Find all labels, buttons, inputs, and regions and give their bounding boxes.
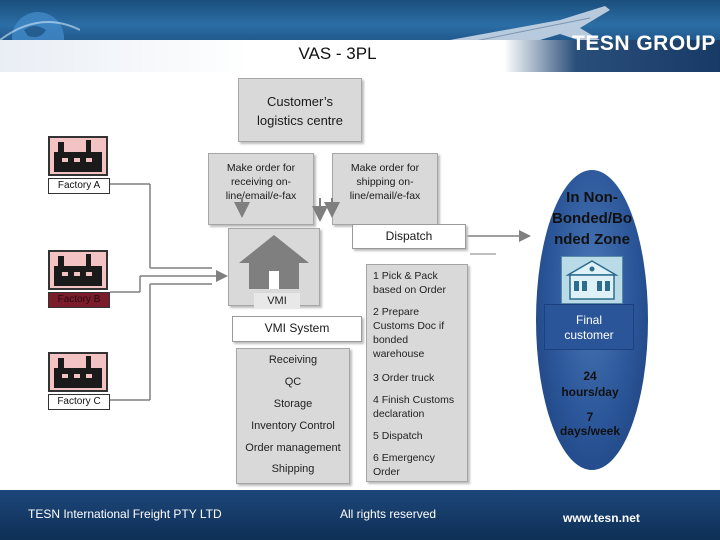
footer-website-link[interactable]: www.tesn.net [563,511,640,525]
dispatch-steps-box: 1 Pick & Pack based on Order 2 Prepare C… [366,264,468,482]
step-text: 6 Emergency [373,452,435,464]
factory-b-image [48,250,108,290]
factory-a-image [48,136,108,176]
shipping-order-box: Make order for shipping on- line/email/e… [332,153,438,225]
customer-logistics-centre-box: Customer’s logistics centre [238,78,362,142]
step-item: 6 Emergency Order [373,451,463,479]
step-text: Customs Doc if [373,320,445,332]
availability-text: hours/day [561,385,619,399]
dispatch-box: Dispatch [352,224,466,249]
hours-per-day-label: 24 hours/day [544,368,636,400]
operation-item: QC [284,376,302,388]
order-text: shipping on- [356,176,414,188]
bonded-zone-text: nded Zone [554,231,630,248]
step-text: based on Order [373,284,446,296]
step-item: 4 Finish Customs declaration [373,393,463,421]
step-text: 1 Pick & Pack [373,270,438,282]
step-text: Order [373,466,400,478]
vmi-warehouse-box [228,228,320,306]
operation-item: Receiving [268,354,318,366]
slide-footer [0,490,720,540]
vmi-system-box: VMI System [232,316,362,342]
header-band [0,40,720,72]
step-text: 5 Dispatch [373,430,423,442]
availability-text: 7 [586,410,594,424]
customer-centre-line2: logistics centre [257,113,343,128]
bonded-zone-text: Bonded/Bo [552,210,632,227]
customer-centre-line1: Customer’s [267,94,333,109]
brand-logo-text: TESN GROUP [572,32,716,55]
factory-a-label: Factory A [48,178,110,194]
bonded-zone-text: In Non- [566,189,618,206]
step-item: 3 Order truck [373,371,463,385]
final-customer-text: customer [564,328,614,342]
bonded-zone-title: In Non- Bonded/Bo nded Zone [536,187,648,250]
operation-item: Inventory Control [251,420,335,432]
final-customer-text: Final [575,313,602,327]
factory-icon [54,140,102,172]
factory-b-label: Factory B [48,292,110,308]
slide-title: VAS - 3PL [298,44,377,63]
step-item: 2 Prepare Customs Doc if bonded warehous… [373,305,463,361]
step-text: warehouse [373,348,425,360]
factory-c-label: Factory C [48,394,110,410]
receiving-order-box: Make order for receiving on- line/email/… [208,153,314,225]
operation-item: Storage [273,398,313,410]
step-text: 3 Order truck [373,372,435,384]
customer-building-image [561,256,623,304]
step-text: 2 Prepare [373,306,420,318]
step-item: 5 Dispatch [373,429,463,443]
factory-c-image [48,352,108,392]
warehouse-house-icon [239,235,309,289]
factory-icon [54,254,102,286]
final-customer-box: Final customer [544,304,634,350]
step-item: 1 Pick & Pack based on Order [373,269,463,297]
slide-header: VAS - 3PL TESN GROUP [0,0,720,72]
operations-box: Receiving QC Storage Inventory Control O… [236,348,350,484]
step-text: declaration [373,408,425,420]
operation-item: Shipping [271,463,315,475]
factory-icon [54,356,102,388]
availability-text: days/week [559,424,621,438]
order-text: line/email/e-fax [349,190,421,202]
vmi-label: VMI [254,293,300,309]
days-per-week-label: 7 days/week [544,410,636,438]
footer-company: TESN International Freight PTY LTD [28,507,222,521]
footer-rights: All rights reserved [340,507,437,521]
step-text: bonded [373,334,409,346]
operation-item: Order management [245,442,341,454]
step-text: 4 Finish Customs [373,394,455,406]
order-text: Make order for [226,162,296,174]
order-text: Make order for [350,162,420,174]
order-text: line/email/e-fax [225,190,297,202]
building-icon [565,260,619,300]
availability-text: 24 [583,369,597,383]
order-text: receiving on- [230,176,292,188]
